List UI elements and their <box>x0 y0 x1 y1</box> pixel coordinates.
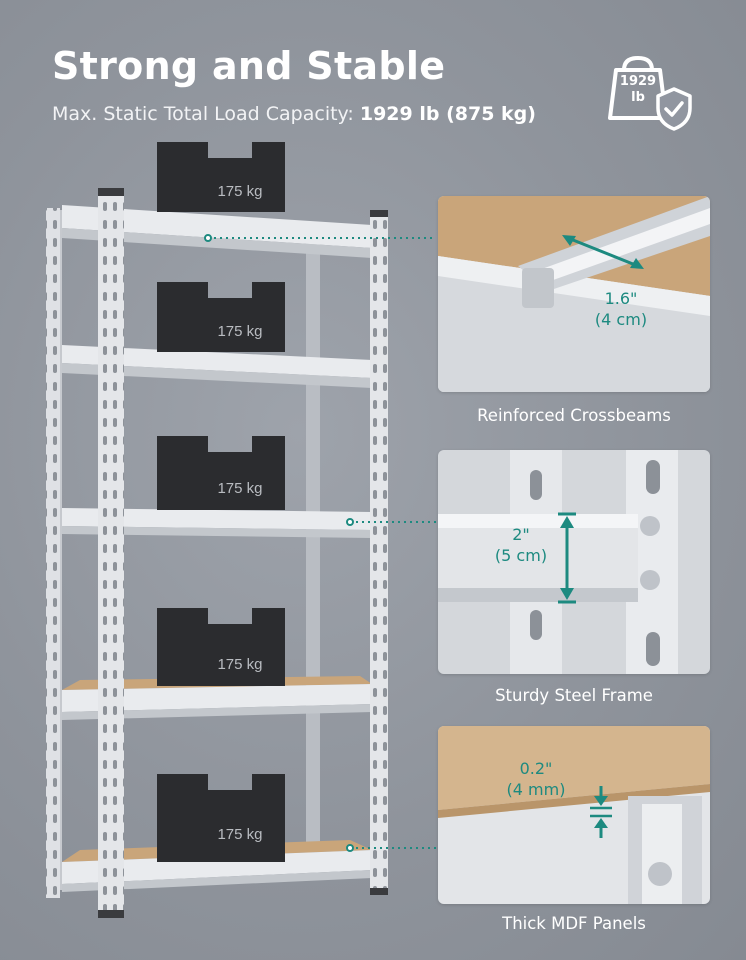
shelf-top <box>62 205 372 258</box>
mdf-measure-arrow <box>590 786 612 838</box>
mdf-dim-in: 0.2" <box>519 759 553 778</box>
crossbeam-dimension: 1.6" (4 cm) <box>586 288 656 330</box>
detail-mdf-panels <box>438 726 710 904</box>
frame-dimension: 2" (5 cm) <box>486 524 556 566</box>
weight-label-2: 175 kg <box>217 323 263 340</box>
weight-label-1: 175 kg <box>217 183 263 200</box>
frame-dim-in: 2" <box>512 525 530 544</box>
front-posts <box>46 188 388 918</box>
frame-measure-arrow <box>558 512 576 604</box>
crossbeam-closeup <box>438 196 710 392</box>
badge-unit: lb <box>631 90 645 105</box>
weight-label-4: 175 kg <box>217 656 263 673</box>
mdf-panel-closeup <box>438 726 710 904</box>
crossbeam-measure-arrow <box>562 235 644 269</box>
callout-lines <box>208 237 436 849</box>
weight-label-3: 175 kg <box>217 480 263 497</box>
capacity-value: 1929 lb (875 kg) <box>359 103 536 125</box>
caption-steel-frame: Sturdy Steel Frame <box>495 686 653 705</box>
load-capacity-badge: 1929 lb <box>604 48 700 140</box>
weight-5 <box>157 774 285 862</box>
weight-1 <box>157 142 285 212</box>
frame-dim-cm: (5 cm) <box>494 546 548 565</box>
shield-check-icon <box>656 87 692 131</box>
steel-frame-closeup <box>438 450 710 674</box>
detail-steel-frame <box>438 450 710 674</box>
badge-value: 1929 <box>619 74 657 89</box>
mdf-dimension: 0.2" (4 mm) <box>498 758 574 800</box>
shelf-3 <box>62 508 372 538</box>
callout-dots <box>204 234 354 852</box>
capacity-label: Max. Static Total Load Capacity: <box>52 103 354 125</box>
weight-label-5: 175 kg <box>217 826 263 843</box>
capacity-line: Max. Static Total Load Capacity: 1929 lb… <box>52 103 536 125</box>
shelf-2 <box>62 345 372 388</box>
page-title: Strong and Stable <box>52 44 446 88</box>
weight-4 <box>157 608 285 686</box>
crossbeam-dim-in: 1.6" <box>604 289 638 308</box>
caption-mdf-panels: Thick MDF Panels <box>502 914 646 933</box>
caption-crossbeams: Reinforced Crossbeams <box>477 406 671 425</box>
weight-2 <box>157 282 285 352</box>
crossbeam-dim-cm: (4 cm) <box>594 310 648 329</box>
mdf-dim-mm: (4 mm) <box>506 780 566 799</box>
detail-crossbeams <box>438 196 710 392</box>
weight-3 <box>157 436 285 510</box>
